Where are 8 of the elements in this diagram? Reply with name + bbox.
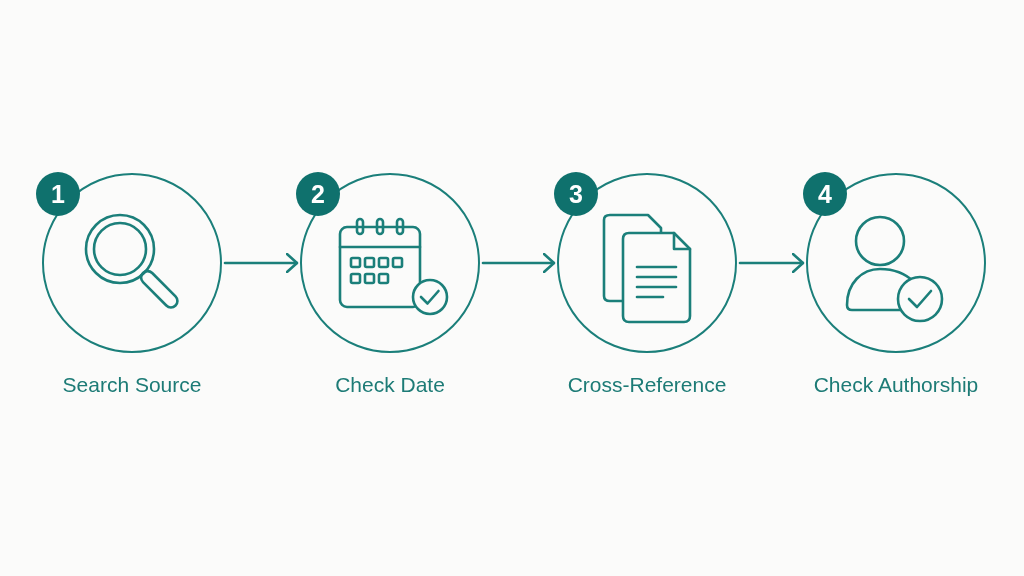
arrow: [223, 252, 299, 274]
arrow: [481, 252, 556, 274]
step-label: Cross-Reference: [567, 373, 727, 397]
step-label: Search Source: [62, 373, 202, 397]
step-label: Check Date: [335, 373, 445, 397]
arrow: [738, 252, 805, 274]
number-badge: 1: [36, 172, 80, 216]
step-label: Check Authorship: [813, 373, 979, 397]
